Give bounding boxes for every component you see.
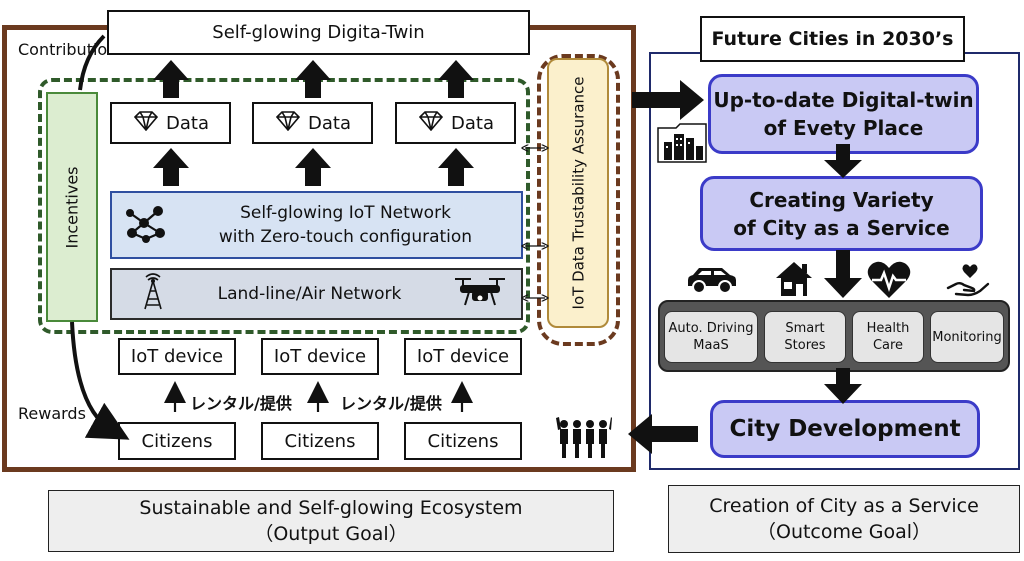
iot-device-box-1: IoT device (118, 338, 236, 375)
digital-twin-title-box: Self-glowing Digita-Twin (107, 10, 530, 55)
up-arrow-data-1 (153, 60, 189, 98)
drone-icon (453, 275, 507, 313)
iot-device-label: IoT device (273, 346, 367, 367)
citizens-box-2: Citizens (261, 422, 379, 460)
twin-line1: Up-to-date Digital-twin (713, 88, 974, 112)
data-box-1: Data (110, 102, 231, 144)
citizens-box-3: Citizens (404, 422, 522, 460)
service-line1: Auto. Driving (668, 321, 754, 336)
iot-network-box: Self-glowing IoT Network with Zero-touch… (110, 191, 523, 259)
iot-device-label: IoT device (130, 346, 224, 367)
service-line2: Care (872, 338, 904, 353)
up-arrow-net-1 (153, 148, 189, 186)
outcome-goal-line2: （Outcome Goal） (756, 521, 932, 543)
up-arrow-data-3 (438, 60, 474, 98)
down-arrow-1 (824, 144, 862, 178)
right-arrow-to-twin (632, 80, 704, 120)
diamond-icon (274, 110, 302, 136)
output-goal-line1: Sustainable and Self-glowing Ecosystem (139, 497, 523, 519)
twin-line2: of Evety Place (763, 116, 924, 140)
heartbeat-icon (866, 260, 912, 304)
variety-box: Creating Variety of City as a Service (700, 176, 983, 251)
iot-data-assurance-bar: IoT Data Trustability Assurance (547, 58, 609, 328)
antenna-tower-icon (140, 273, 166, 315)
iot-device-box-2: IoT device (261, 338, 379, 375)
citizens-label: Citizens (427, 430, 499, 452)
city-folder-icon (656, 120, 716, 168)
service-auto-driving: Auto. Driving MaaS (664, 311, 758, 363)
output-goal-scroll: Sustainable and Self-glowing Ecosystem （… (48, 490, 614, 552)
down-arrow-2 (824, 250, 862, 298)
landline-label: Land-line/Air Network (217, 284, 402, 304)
outcome-goal-line1: Creation of City as a Service (709, 495, 979, 517)
data-label: Data (308, 112, 351, 134)
dashed-network-region (38, 78, 530, 334)
service-line1: Smart (785, 321, 825, 336)
up-arrow-net-3 (438, 148, 474, 186)
future-cities-title-box: Future Cities in 2030’s (700, 16, 965, 62)
citizens-label: Citizens (284, 430, 356, 452)
landline-network-box: Land-line/Air Network (110, 268, 523, 320)
data-box-3: Data (395, 102, 516, 144)
digital-twin-title: Self-glowing Digita-Twin (212, 22, 425, 43)
service-smart-stores: Smart Stores (764, 311, 846, 363)
people-group-icon (556, 416, 612, 464)
variety-line2: of City as a Service (733, 215, 950, 240)
hand-heart-icon (946, 262, 990, 302)
assurance-dashed-frame (537, 54, 620, 346)
left-arrow-to-citizens (628, 414, 698, 454)
service-line1: Monitoring (932, 329, 1002, 345)
service-line2: Stores (784, 338, 826, 353)
variety-line1: Creating Variety (749, 187, 934, 212)
citizens-label: Citizens (141, 430, 213, 452)
house-icon (774, 260, 814, 302)
network-nodes-icon (122, 201, 170, 249)
iot-network-line2: with Zero-touch configuration (218, 227, 473, 247)
down-arrow-3 (824, 368, 862, 404)
up-arrow-data-2 (295, 60, 331, 98)
car-icon (684, 264, 740, 300)
rewards-label: Rewards (18, 404, 86, 423)
service-monitoring: Monitoring (930, 311, 1004, 363)
up-arrow-net-2 (295, 148, 331, 186)
outcome-goal-scroll: Creation of City as a Service （Outcome G… (668, 485, 1020, 553)
incentives-bar: Incentives (46, 92, 98, 322)
diamond-icon (417, 110, 445, 136)
diamond-icon (132, 110, 160, 136)
contribution-curve (78, 34, 106, 91)
rewards-curve (70, 321, 130, 440)
iot-network-line1: Self-glowing IoT Network (240, 203, 451, 223)
data-label: Data (166, 112, 209, 134)
data-box-2: Data (252, 102, 373, 144)
service-line1: Health (866, 321, 910, 336)
data-label: Data (451, 112, 494, 134)
rental-label-2: レンタル/提供 (340, 394, 442, 413)
citizens-box-1: Citizens (118, 422, 236, 460)
city-development-box: City Development (710, 400, 980, 458)
output-goal-line2: （Output Goal） (254, 523, 408, 545)
future-cities-title: Future Cities in 2030’s (711, 28, 954, 50)
city-dev-label: City Development (729, 416, 961, 442)
rental-label-1: レンタル/提供 (190, 394, 292, 413)
iot-device-box-3: IoT device (404, 338, 522, 375)
iot-device-label: IoT device (416, 346, 510, 367)
service-health-care: Health Care (852, 311, 924, 363)
service-line2: MaaS (693, 338, 729, 353)
digital-twin-box: Up-to-date Digital-twin of Evety Place (708, 74, 979, 154)
